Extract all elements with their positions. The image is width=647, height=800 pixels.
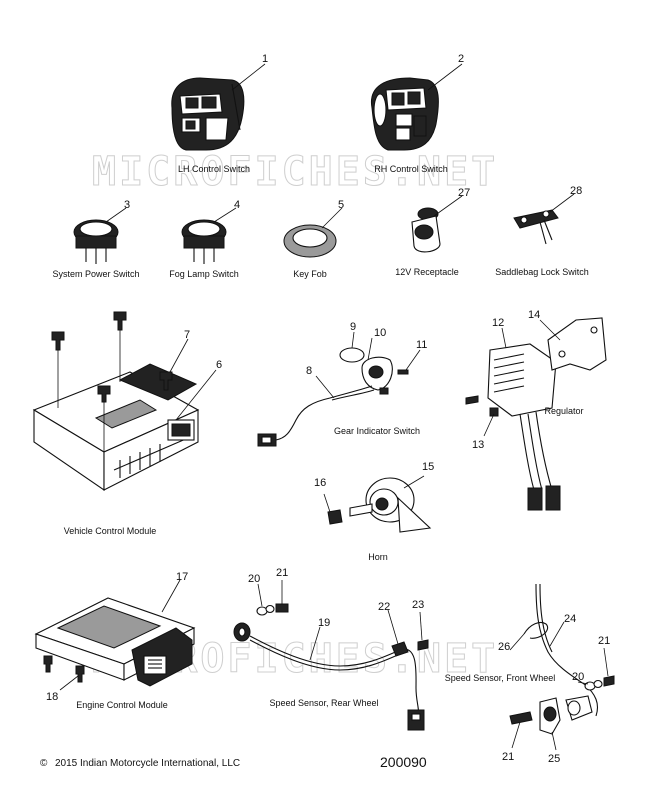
label-speed-sensor-rear-wheel: Speed Sensor, Rear Wheel bbox=[269, 698, 378, 708]
callout-21-front-bottom: 21 bbox=[502, 751, 514, 763]
engine-control-module-part[interactable] bbox=[34, 579, 196, 691]
system-power-switch-part[interactable] bbox=[73, 219, 119, 264]
label-system-power-switch: System Power Switch bbox=[52, 269, 139, 279]
callout-17: 17 bbox=[176, 571, 188, 583]
callout-25: 25 bbox=[548, 753, 560, 765]
copyright-text: 2015 Indian Motorcycle International, LL… bbox=[55, 758, 240, 769]
regulator-part[interactable] bbox=[465, 317, 607, 511]
callout-9: 9 bbox=[350, 321, 356, 333]
key-fob-part[interactable] bbox=[283, 224, 337, 258]
label-speed-sensor-front-wheel: Speed Sensor, Front Wheel bbox=[445, 673, 556, 683]
callout-16: 16 bbox=[314, 477, 326, 489]
rh-control-switch-part[interactable] bbox=[370, 77, 439, 151]
label-rh-control-switch: RH Control Switch bbox=[374, 164, 448, 174]
callout-6: 6 bbox=[216, 359, 222, 371]
callout-20-rear: 20 bbox=[248, 573, 260, 585]
callout-11: 11 bbox=[416, 339, 427, 351]
callout-5: 5 bbox=[338, 199, 344, 211]
label-key-fob: Key Fob bbox=[293, 269, 327, 279]
callout-13: 13 bbox=[472, 439, 484, 451]
label-vehicle-control-module: Vehicle Control Module bbox=[64, 526, 157, 536]
horn-part[interactable] bbox=[323, 475, 432, 533]
callout-23: 23 bbox=[412, 599, 424, 611]
callout-14: 14 bbox=[528, 309, 540, 321]
callout-4: 4 bbox=[234, 199, 240, 211]
callout-28: 28 bbox=[570, 185, 582, 197]
callout-24: 24 bbox=[564, 613, 576, 625]
label-12v-receptacle: 12V Receptacle bbox=[395, 267, 459, 277]
callout-22: 22 bbox=[378, 601, 390, 613]
callout-8: 8 bbox=[306, 365, 312, 377]
callout-12: 12 bbox=[492, 317, 504, 329]
callout-2: 2 bbox=[458, 53, 464, 65]
speed-sensor-rear-wheel-part[interactable] bbox=[233, 580, 429, 731]
lh-control-switch-part[interactable] bbox=[171, 77, 245, 151]
label-lh-control-switch: LH Control Switch bbox=[178, 164, 250, 174]
callout-21-front-top: 21 bbox=[598, 635, 610, 647]
callout-20-front: 20 bbox=[572, 671, 584, 683]
watermark-top: MICROFICHES.NET bbox=[92, 149, 498, 195]
callout-10: 10 bbox=[374, 327, 386, 339]
diagram-number: 200090 bbox=[380, 754, 427, 770]
label-engine-control-module: Engine Control Module bbox=[76, 700, 168, 710]
callout-15: 15 bbox=[422, 461, 434, 473]
saddlebag-lock-switch-part[interactable] bbox=[513, 209, 559, 245]
callout-1: 1 bbox=[262, 53, 268, 65]
callout-21-rear: 21 bbox=[276, 567, 288, 579]
copyright-symbol: © bbox=[40, 758, 48, 769]
callout-7: 7 bbox=[184, 329, 190, 341]
label-saddlebag-lock-switch: Saddlebag Lock Switch bbox=[495, 267, 589, 277]
label-gear-indicator-switch: Gear Indicator Switch bbox=[334, 426, 420, 436]
label-fog-lamp-switch: Fog Lamp Switch bbox=[169, 269, 239, 279]
callout-3: 3 bbox=[124, 199, 130, 211]
callout-27: 27 bbox=[458, 187, 470, 199]
label-horn: Horn bbox=[368, 552, 388, 562]
gear-indicator-switch-part[interactable] bbox=[257, 331, 421, 447]
callout-18: 18 bbox=[46, 691, 58, 703]
label-regulator: Regulator bbox=[544, 406, 583, 416]
vehicle-control-module-part[interactable] bbox=[32, 311, 217, 492]
fog-lamp-switch-part[interactable] bbox=[181, 219, 227, 264]
12v-receptacle-part[interactable] bbox=[411, 207, 441, 253]
callout-26: 26 bbox=[498, 641, 510, 653]
callout-19: 19 bbox=[318, 617, 330, 629]
speed-sensor-front-wheel-part[interactable] bbox=[509, 583, 615, 751]
